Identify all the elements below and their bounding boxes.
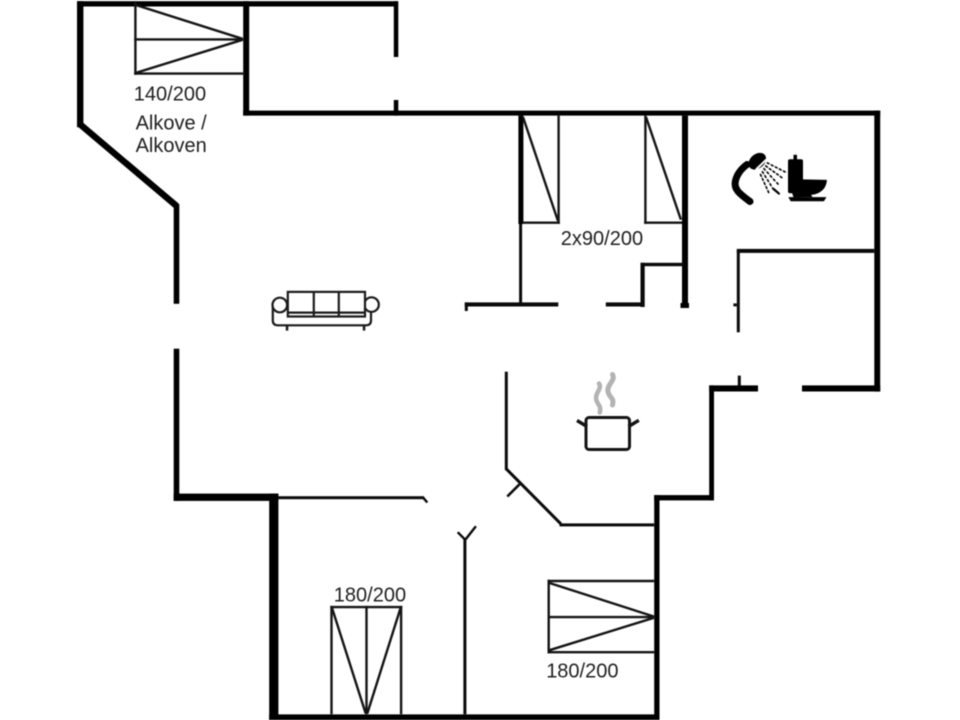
svg-text:2x90/200: 2x90/200 (561, 228, 643, 250)
svg-text:180/200: 180/200 (334, 584, 406, 606)
svg-text:Alkoven: Alkoven (136, 135, 207, 157)
svg-text:180/200: 180/200 (546, 660, 618, 682)
svg-text:Alkove /: Alkove / (136, 113, 208, 135)
svg-text:140/200: 140/200 (134, 83, 206, 105)
